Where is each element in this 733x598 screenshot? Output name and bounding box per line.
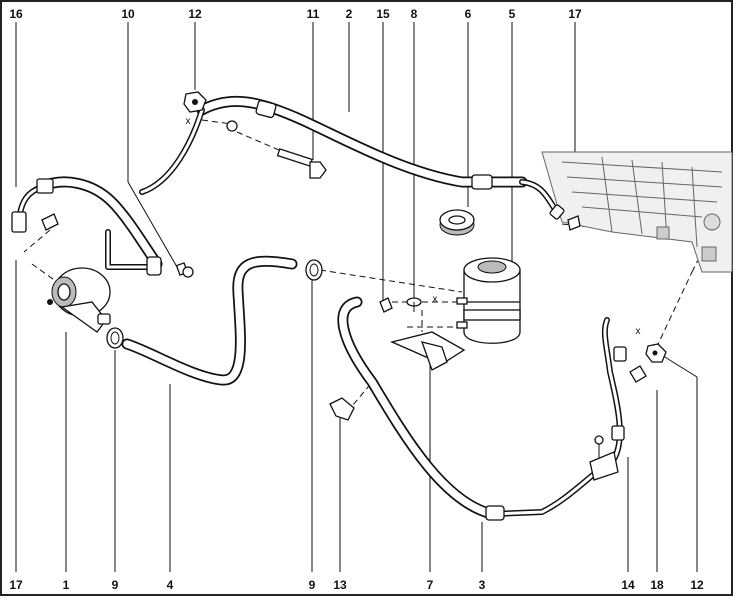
callout-9-left: 9 xyxy=(112,578,119,592)
callout-12-bottom: 12 xyxy=(690,578,704,592)
callout-6: 6 xyxy=(465,7,472,21)
bracket-7 xyxy=(389,331,466,371)
return-hose-4 xyxy=(121,255,298,386)
nut-12-top xyxy=(183,91,238,132)
callout-15: 15 xyxy=(376,7,390,21)
callout-8: 8 xyxy=(411,7,418,21)
bracket-14 xyxy=(589,435,619,481)
callout-16: 16 xyxy=(9,7,23,21)
top-leader-lines xyxy=(15,22,576,302)
angle-label-x-right: x xyxy=(636,326,641,337)
power-steering-pump xyxy=(47,267,111,333)
callout-18: 18 xyxy=(650,578,664,592)
callout-9-middle: 9 xyxy=(309,578,316,592)
callout-2: 2 xyxy=(346,7,353,21)
seal-17-right xyxy=(567,215,581,231)
callout-7: 7 xyxy=(427,578,434,592)
reservoir-cap xyxy=(439,209,475,236)
clip-15 xyxy=(379,297,393,313)
bolt-11 xyxy=(276,148,327,179)
callout-1: 1 xyxy=(63,578,70,592)
seal-18 xyxy=(629,365,647,383)
callout-11: 11 xyxy=(307,7,320,21)
fluid-reservoir xyxy=(456,257,521,344)
callout-10: 10 xyxy=(121,7,135,21)
angle-label-x-top: x xyxy=(186,116,191,127)
screw-8 xyxy=(406,297,422,312)
steering-rack xyxy=(541,151,733,273)
callout-14: 14 xyxy=(621,578,635,592)
callout-17-bottom: 17 xyxy=(9,578,23,592)
clamp-9-middle xyxy=(305,259,323,281)
bolt-10 xyxy=(175,262,194,278)
nut-12-right xyxy=(645,343,667,363)
angle-label-x-middle: x xyxy=(433,294,438,305)
callout-17-top: 17 xyxy=(568,7,582,21)
callout-12-top: 12 xyxy=(188,7,202,21)
pipe-16 xyxy=(11,107,205,276)
clamp-9-left xyxy=(106,327,124,349)
seal-17-left xyxy=(41,213,59,231)
callout-4: 4 xyxy=(167,578,174,592)
clip-13 xyxy=(329,397,355,421)
callout-13: 13 xyxy=(333,578,347,592)
pipe-3 xyxy=(337,296,627,521)
pressure-hose-2 xyxy=(196,95,565,220)
callout-3: 3 xyxy=(479,578,486,592)
callout-5: 5 xyxy=(509,7,516,21)
